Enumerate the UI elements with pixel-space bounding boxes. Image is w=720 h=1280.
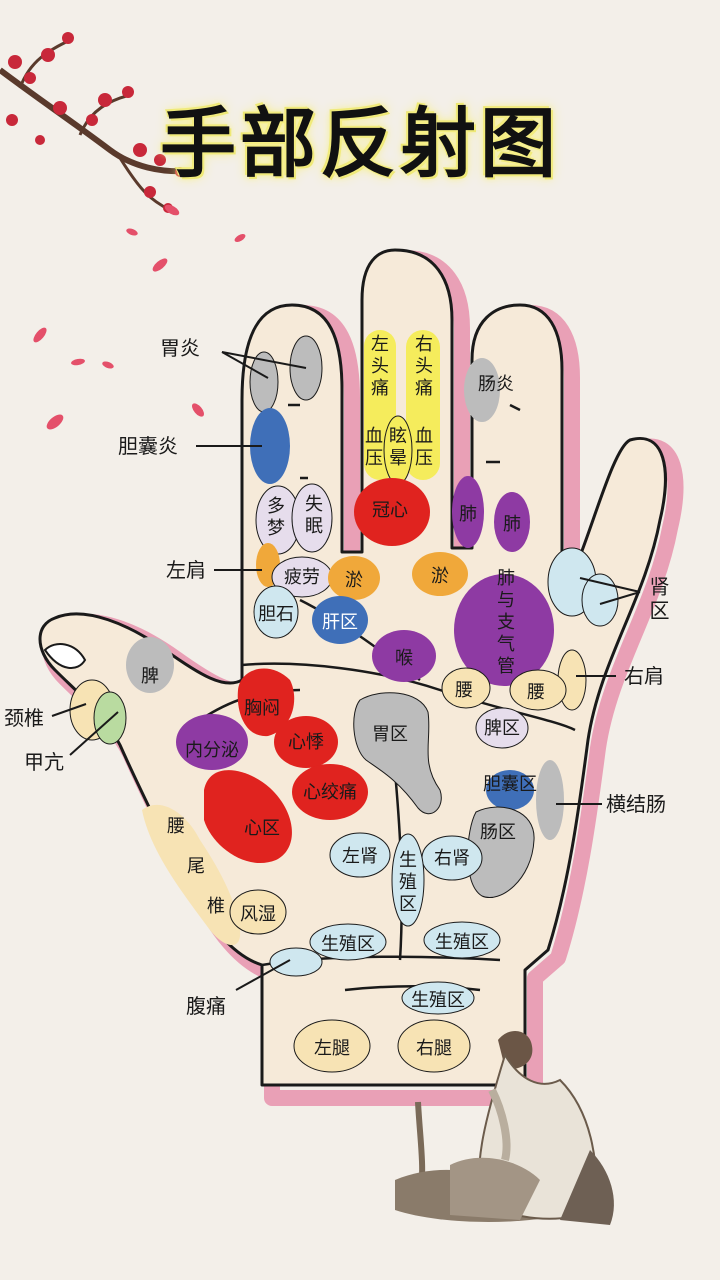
label-duomeng: 多梦 (267, 496, 285, 539)
label-yu-l: 淤 (345, 570, 363, 591)
zone-fei-1 (452, 476, 484, 548)
thumbnail (43, 643, 87, 669)
label-yao-l: 腰 (455, 680, 473, 701)
label-youshen: 右肾 (434, 848, 470, 869)
label-xueya-r: 血压 (415, 426, 433, 469)
scholar-figure-illustration (395, 1031, 614, 1225)
label-xinqu: 心区 (244, 818, 280, 839)
zone-danshi (253, 585, 299, 639)
label-weiqu: 胃区 (372, 724, 408, 745)
label-youtui: 右腿 (416, 1038, 452, 1059)
label-zuotui: 左腿 (314, 1038, 350, 1059)
zone-shengzhiqu-r (423, 921, 501, 959)
zone-yu-l (328, 556, 380, 600)
zone-shenqu-2 (581, 573, 619, 627)
label-zuotoutong: 左头痛 (371, 334, 389, 399)
zone-feiyuzhiqiguan (454, 574, 554, 686)
zone-yao-r (509, 669, 567, 711)
zone-ganqu (312, 596, 368, 644)
zone-hou (372, 630, 436, 682)
label-xinjiaotong: 心绞痛 (303, 782, 357, 803)
label-xinji: 心悸 (288, 732, 324, 753)
callout-zuojian: 左肩 (166, 558, 206, 582)
zone-fengshi (229, 889, 287, 935)
label-shengzhiqu-b: 生殖区 (411, 989, 465, 1011)
callout-jingzhui: 颈椎 (4, 706, 44, 730)
zone-piqu (475, 707, 529, 749)
callout-weiyan: 胃炎 (160, 336, 200, 360)
label-xuanyun: 眩晕 (389, 426, 407, 469)
zone-futong (269, 947, 323, 977)
zone-hengjiechang (536, 760, 564, 840)
page-title: 手部反射图 (160, 99, 560, 188)
title-container: 手部反射图 (0, 82, 720, 192)
zone-changyan (464, 358, 500, 422)
zone-xinjiaotong (292, 764, 368, 820)
zone-youtui (397, 1019, 471, 1073)
label-fei-1: 肺 (459, 504, 477, 525)
callout-dannangyan: 胆囊炎 (118, 434, 178, 458)
label-piqu: 脾区 (484, 718, 520, 739)
label-fengshi: 风湿 (240, 904, 276, 925)
label-yaoweizhui: 腰尾椎 (167, 816, 225, 917)
zone-fei-2 (494, 492, 530, 552)
label-dannangqu: 胆囊区 (483, 774, 537, 795)
zone-pi (126, 637, 174, 693)
zone-zuoshen (329, 832, 391, 878)
callout-shenqu: 肾区 (646, 576, 670, 624)
zone-shengzhiqu-b (401, 981, 475, 1015)
zone-dannangqu (486, 770, 534, 810)
label-shengzhiqu-r: 生殖区 (435, 931, 489, 953)
zone-labels: 左头痛 右头痛 血压 眩晕 血压 肠炎 冠心 肺 肺 多梦 失眠 疲劳 淤 淤 … (141, 334, 545, 1059)
label-xiongmen: 胸闷 (244, 698, 280, 719)
label-pi: 脾 (141, 666, 159, 687)
zone-yaoweizhui (142, 804, 241, 946)
label-zuoshen: 左肾 (342, 846, 378, 867)
label-yao-r: 腰 (527, 682, 545, 703)
zone-guanxin (354, 478, 430, 546)
callout-youjian: 右肩 (624, 664, 664, 688)
label-shimian: 失眠 (305, 494, 323, 537)
label-xueya-l: 血压 (365, 426, 383, 469)
zone-xinqu (204, 770, 292, 864)
zone-dannangyan (250, 408, 290, 484)
callout-futong: 腹痛 (186, 994, 226, 1018)
zone-shimian (291, 483, 333, 553)
label-youtoutong: 右头痛 (415, 334, 433, 399)
label-fei-2: 肺 (503, 514, 521, 535)
label-danshi: 胆石 (258, 604, 294, 625)
plum-blossom-decoration (0, 32, 246, 430)
label-pilao: 疲劳 (284, 567, 320, 588)
label-shengzhiqu-l: 生殖区 (321, 933, 375, 955)
zone-xinji (274, 716, 338, 768)
callout-lines (51, 351, 641, 991)
callout-jiakang: 甲亢 (24, 750, 64, 774)
zone-youtoutong (406, 330, 440, 480)
label-feiyuzhiqiguan: 肺与支气管 (497, 568, 515, 677)
label-neifenmi: 内分泌 (185, 740, 239, 761)
zone-yu-r (412, 552, 468, 596)
label-yu-r: 淤 (431, 566, 449, 587)
label-guanxin: 冠心 (372, 500, 408, 521)
label-changyan: 肠炎 (478, 374, 514, 395)
zone-yao-l (441, 667, 491, 709)
zone-zuotui (293, 1019, 371, 1073)
callout-hengjiechang: 横结肠 (606, 792, 666, 816)
label-hou: 喉 (395, 648, 413, 669)
zone-shengzhiqu-v (391, 833, 425, 927)
zone-xiongmen (237, 668, 295, 737)
zone-shengzhiqu-l (309, 923, 387, 961)
zone-neifenmi (176, 714, 248, 770)
label-ganqu: 肝区 (322, 612, 358, 633)
zone-shapes (69, 330, 619, 1073)
label-changqu: 肠区 (480, 822, 516, 843)
label-shengzhiqu-v: 生殖区 (399, 850, 417, 915)
zone-weiqu (353, 692, 442, 815)
